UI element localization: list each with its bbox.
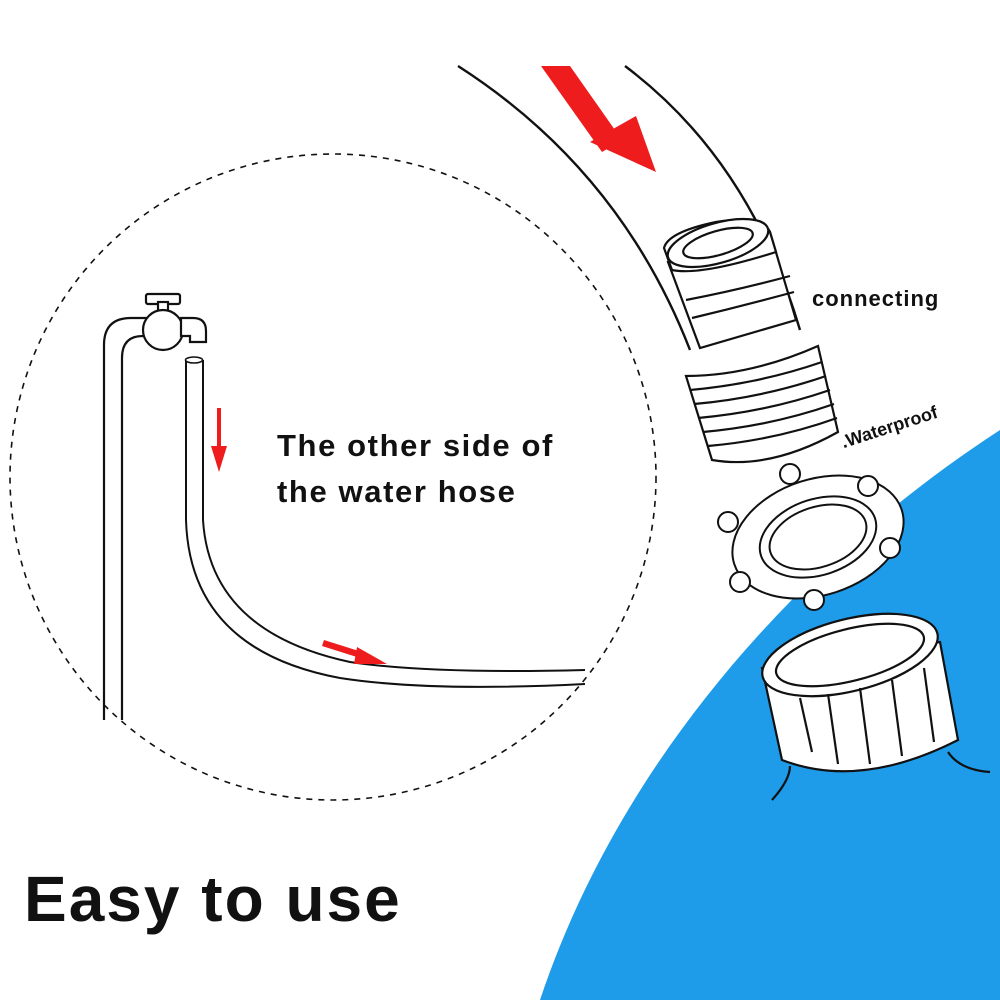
flow-arrow-icon — [541, 66, 656, 172]
headline: Easy to use — [24, 863, 402, 935]
rubber-washer-icon — [717, 463, 905, 611]
flow-arrow-icon — [322, 640, 387, 664]
hose-connector-icon — [662, 217, 840, 464]
flow-arrow-icon — [211, 408, 227, 472]
other-side-line-2: the water hose — [277, 474, 517, 509]
tank-cap-icon — [760, 612, 991, 801]
water-tank-shape — [540, 430, 1000, 1000]
big-hose-outer — [457, 64, 692, 351]
thin-hose — [185, 360, 586, 688]
zoom-circle — [9, 153, 657, 801]
thin-hose-inner — [202, 360, 586, 672]
connecting-label: connecting — [812, 286, 940, 311]
faucet-icon — [102, 292, 208, 720]
other-side-line-1: The other side of — [277, 428, 554, 463]
other-side-caption: The other side of the water hose — [277, 423, 554, 515]
